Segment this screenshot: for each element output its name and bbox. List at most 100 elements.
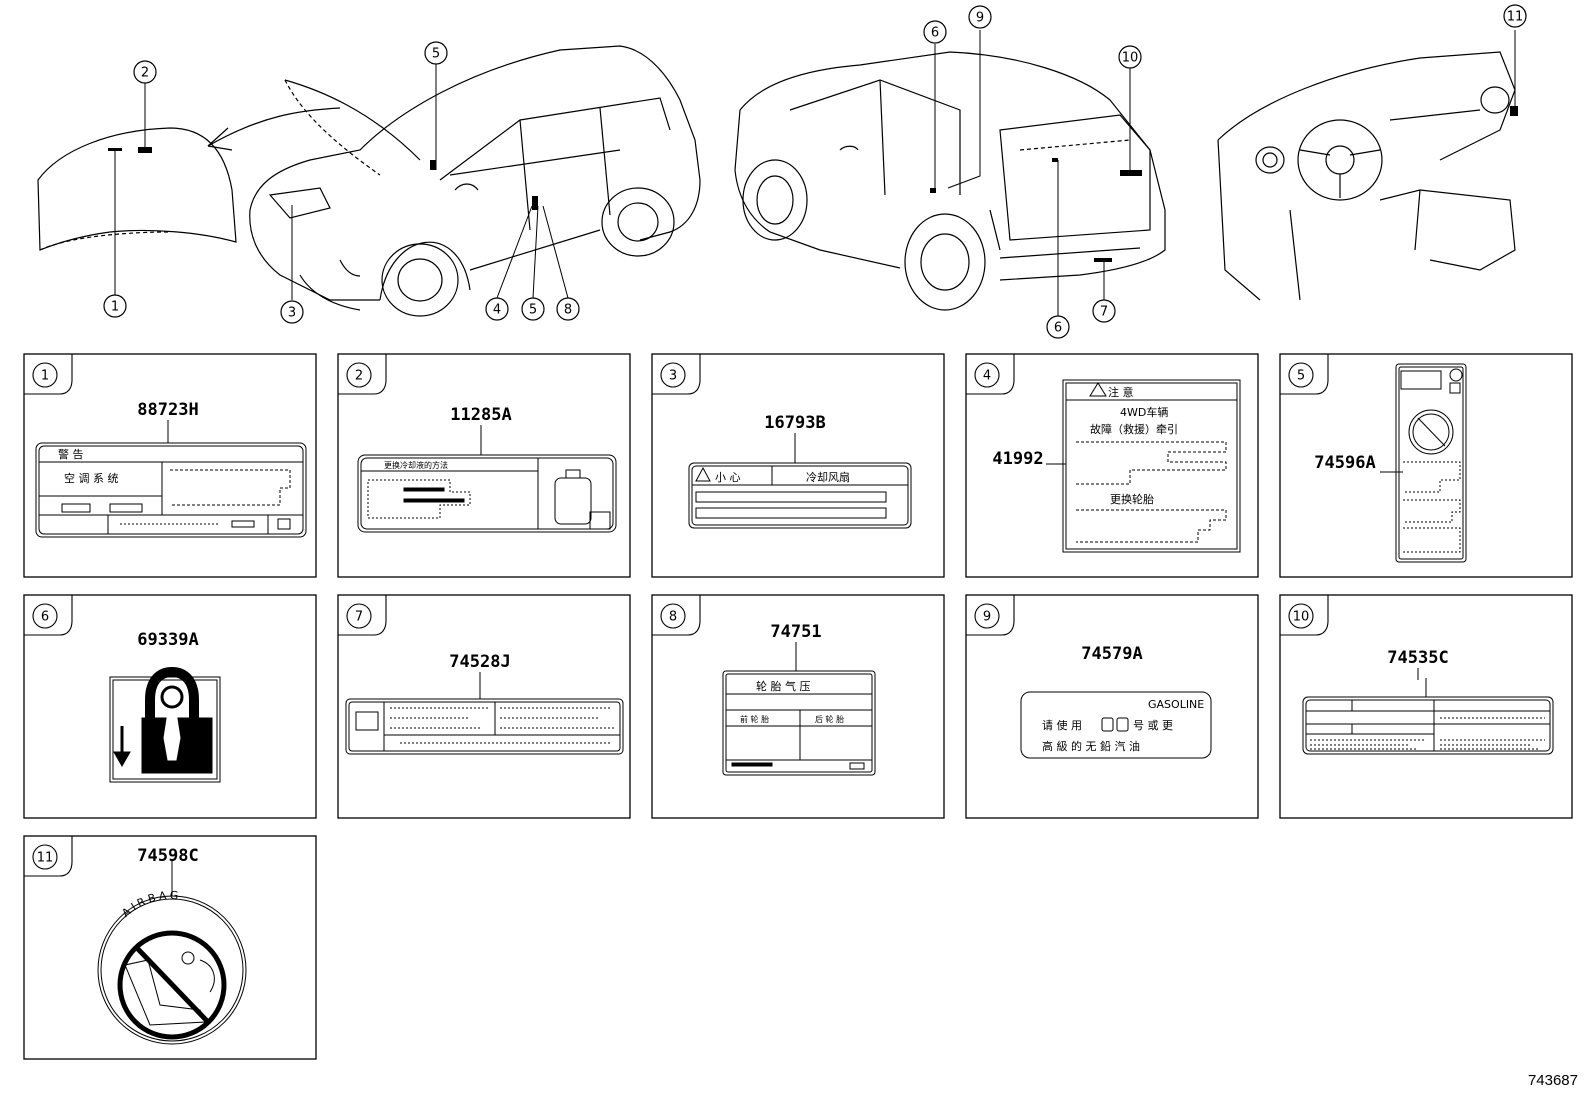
callout-number: 6 <box>931 26 939 41</box>
panel9-text-unleaded: 高 級 的 无 鉛 汽 油 <box>1042 739 1140 753</box>
hood-illustration <box>37 127 237 251</box>
callout-number: 6 <box>1054 321 1062 336</box>
callout-number: 11 <box>1507 10 1524 25</box>
diagram-code: 743687 <box>1527 1072 1578 1089</box>
callout-number: 5 <box>432 47 440 62</box>
part-number: 74596A <box>1314 453 1375 473</box>
interior-illustration <box>1217 51 1516 301</box>
panel4-text-notice: 注 意 <box>1108 385 1134 399</box>
label-74579A-artwork <box>1020 691 1212 759</box>
callout-number: 8 <box>564 303 572 318</box>
panel-index: 1 <box>41 369 49 384</box>
panel8-text-front: 前 轮 胎 <box>740 714 769 724</box>
callout-5: 5 <box>521 297 545 321</box>
callout-11: 11 <box>1503 4 1527 28</box>
callout-9: 9 <box>968 5 992 29</box>
panel1-text-ac: 空 调 系 统 <box>64 471 119 485</box>
label-74596A-artwork <box>1380 363 1467 563</box>
part-number: 74579A <box>1081 644 1142 664</box>
panel-5: 5 74596A <box>1279 353 1573 578</box>
callout-6: 6 <box>923 20 947 44</box>
car-rear-illustration <box>734 51 1166 311</box>
panel-4: 4 41992 <box>965 353 1259 578</box>
panel-index: 2 <box>355 369 363 384</box>
airbag-text-arc: AIRBAG <box>119 889 181 920</box>
part-number: 74598C <box>137 846 198 866</box>
panel-8: 8 74751 <box>651 594 945 819</box>
part-number: 88723H <box>137 400 198 420</box>
label-88723H-artwork <box>35 442 307 538</box>
callout-6: 6 <box>1046 315 1070 339</box>
panel11-text-airbag: AIRBAG <box>119 889 181 920</box>
panel4-text-tow: 故障（救援）牵引 <box>1090 422 1178 436</box>
panel9-text-gasoline: GASOLINE <box>1148 698 1204 711</box>
panel-index: 10 <box>1293 610 1310 625</box>
panel3-text-fan: 冷却风扇 <box>806 470 850 484</box>
label-74528J-artwork <box>345 698 624 755</box>
callout-3: 3 <box>280 300 304 324</box>
label-74751-artwork <box>722 670 876 776</box>
hood-arrow <box>207 107 341 147</box>
panel8-text-pressure: 轮 胎 气 压 <box>756 679 811 693</box>
callout-2: 2 <box>133 60 157 84</box>
panel-7: 7 74528J <box>337 594 631 819</box>
panel3-text-caution: 小 心 <box>715 471 741 484</box>
panel-index: 3 <box>669 369 677 384</box>
panel-index: 9 <box>983 610 991 625</box>
label-11285A-artwork <box>357 454 617 533</box>
panel9-text-use: 请 使 用 <box>1042 719 1082 732</box>
panel-6: 6 69339A <box>23 594 317 819</box>
panel-index: 6 <box>41 610 49 625</box>
panel4-text-tire: 更换轮胎 <box>1110 492 1154 506</box>
panel-3: 3 16793B <box>651 353 945 578</box>
callout-number: 9 <box>976 11 984 26</box>
panel-11: 11 74598C <box>23 835 317 1060</box>
panel-artwork <box>35 363 1554 1045</box>
panel-index: 11 <box>37 851 54 866</box>
part-number: 74751 <box>770 622 821 642</box>
label-panels: 1 88723H 2 11285A 3 16793B 4 41992 5 74596A 6 69339… <box>23 353 1573 1060</box>
part-number: 11285A <box>450 405 511 425</box>
panel4-text-4wd: 4WD车辆 <box>1120 405 1168 419</box>
panel-1: 1 88723H <box>23 353 317 578</box>
part-number: 74535C <box>1387 648 1448 668</box>
callout-number: 4 <box>493 303 501 318</box>
callout-number: 3 <box>288 306 296 321</box>
label-74535C-artwork <box>1302 678 1554 755</box>
part-number: 41992 <box>992 449 1043 469</box>
top-callouts: 1 2 3 5 4 5 8 6 9 10 6 7 11 <box>103 4 1527 339</box>
panel-index: 8 <box>669 610 677 625</box>
callout-leaders <box>114 30 1516 316</box>
car-front-illustration <box>249 45 701 317</box>
panel-9: 9 74579A <box>965 594 1259 819</box>
panel-index: 7 <box>355 610 363 625</box>
panel-10: 10 74535C <box>1279 594 1573 819</box>
label-markers <box>108 106 1518 262</box>
panel2-text-coolant: 更换冷却液的方法 <box>384 460 448 470</box>
callout-number: 1 <box>111 300 119 315</box>
callout-10: 10 <box>1118 45 1142 69</box>
child-lock-icon <box>109 666 221 783</box>
callout-5: 5 <box>424 41 448 65</box>
label-41992-artwork <box>1046 379 1241 553</box>
callout-8: 8 <box>556 297 580 321</box>
part-number: 74528J <box>449 652 510 672</box>
panel-index: 4 <box>983 369 991 384</box>
panel9-text-or: 号 或 更 <box>1133 719 1173 732</box>
callout-7: 7 <box>1092 299 1116 323</box>
label-16793B-artwork <box>688 462 912 529</box>
callout-4: 4 <box>485 297 509 321</box>
panel-index: 5 <box>1297 369 1305 384</box>
airbag-warning-icon <box>97 861 247 1045</box>
callout-number: 2 <box>141 66 149 81</box>
part-number: 16793B <box>764 413 825 433</box>
callout-number: 7 <box>1100 305 1108 320</box>
panel1-text-warning: 警 告 <box>58 447 84 461</box>
callout-number: 10 <box>1122 51 1139 66</box>
panel8-text-rear: 后 轮 胎 <box>815 714 844 724</box>
part-number: 69339A <box>137 630 198 650</box>
callout-1: 1 <box>103 294 127 318</box>
callout-number: 5 <box>529 303 537 318</box>
panel-2: 2 11285A <box>337 353 631 578</box>
